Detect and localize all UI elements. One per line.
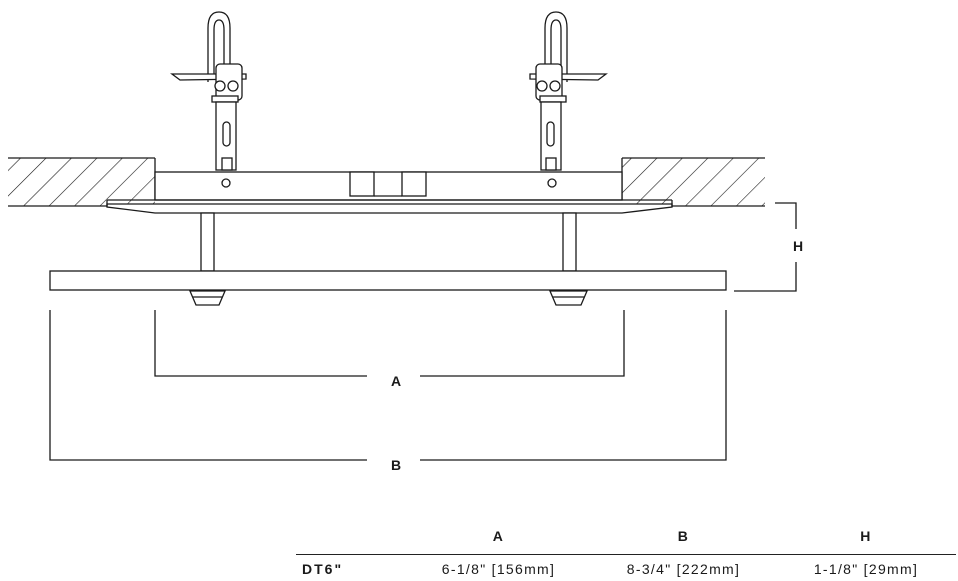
- value-b-cell: 8-3/4" [222mm]: [591, 554, 776, 577]
- value-h-cell: 1-1/8" [29mm]: [776, 554, 956, 577]
- mounting-clip-left: [170, 11, 247, 188]
- table-header-a: A: [492, 528, 505, 544]
- dimensions-table: A B H DT6" 6-1/8" [156mm] 8-3/4" [222mm]…: [296, 526, 956, 577]
- standoff-posts: [200, 212, 577, 272]
- dimension-b-label: B: [391, 457, 401, 473]
- table-header-row: A B H: [296, 526, 956, 555]
- ceiling-left: [8, 157, 156, 207]
- table-header-h: H: [860, 528, 872, 544]
- mounting-clip-right: [529, 11, 608, 188]
- dimension-a: [154, 310, 625, 377]
- lens-plate: [49, 270, 727, 291]
- trim-flange: [106, 199, 673, 214]
- dimension-a-label: A: [391, 373, 401, 389]
- led-modules: [189, 290, 588, 306]
- table-header-blank: [296, 526, 406, 555]
- technical-drawing: H A B: [8, 11, 803, 473]
- value-a-cell: 6-1/8" [156mm]: [406, 554, 591, 577]
- dimension-h: [734, 202, 797, 292]
- table-row: DT6" 6-1/8" [156mm] 8-3/4" [222mm] 1-1/8…: [296, 554, 956, 577]
- ceiling-right: [621, 157, 765, 207]
- dimension-b: [49, 310, 727, 461]
- table-header-b: B: [677, 528, 690, 544]
- dimension-h-label: H: [793, 238, 803, 254]
- model-cell: DT6": [296, 554, 406, 577]
